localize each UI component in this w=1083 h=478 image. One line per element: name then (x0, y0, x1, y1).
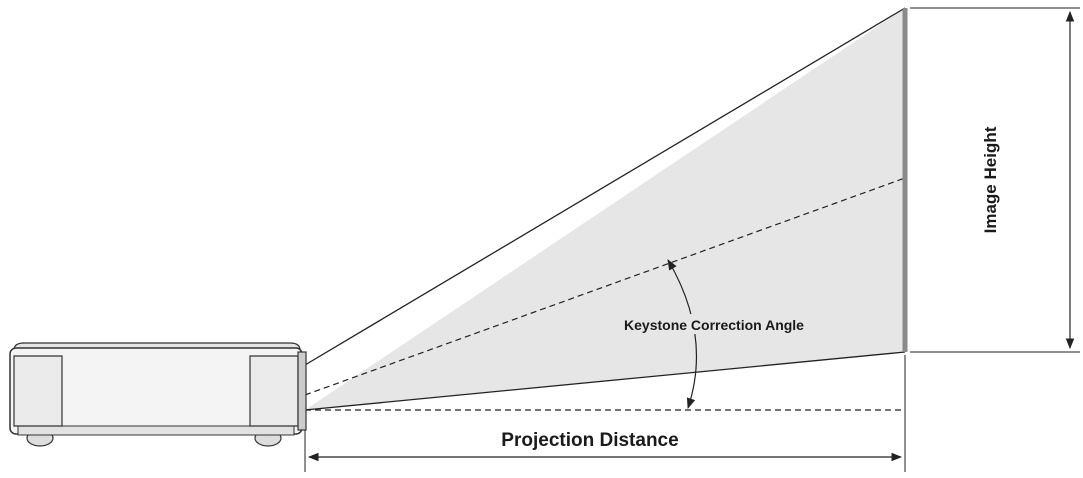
projector (9, 342, 307, 447)
projector-base (17, 425, 295, 436)
keystone-label-backing (610, 314, 820, 334)
keystone-angle-label: Keystone Correction Angle (624, 317, 804, 333)
projector-lens-plate (297, 351, 307, 431)
image-height-label: Image Height (981, 126, 1000, 233)
projection-beam (305, 8, 905, 410)
projector-side-panel-left (13, 355, 63, 427)
beam-bottom-edge (304, 351, 906, 411)
projector-side-panel-right (249, 355, 299, 427)
beam-center-axis (304, 177, 906, 396)
keystone-angle-arc (667, 259, 698, 410)
projection-distance-label: Projection Distance (501, 430, 678, 451)
beam-top-edge (304, 7, 906, 366)
